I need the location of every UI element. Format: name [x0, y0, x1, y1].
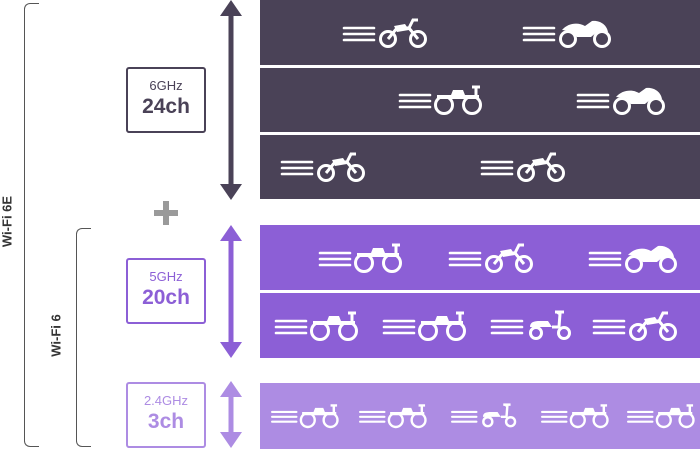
dirt-bike-icon	[342, 18, 427, 48]
sport-bike-icon	[576, 87, 665, 115]
double-arrow-2-4ghz-icon	[220, 381, 242, 448]
scooter-icon	[490, 310, 571, 340]
band-lanes-5ghz	[260, 225, 700, 358]
lane	[260, 293, 700, 358]
atv-icon	[541, 404, 609, 429]
lane	[260, 0, 700, 65]
atv-icon	[274, 311, 358, 341]
atv-icon	[318, 243, 402, 273]
band-channels: 3ch	[147, 410, 185, 433]
wifi6e-bracket	[24, 3, 39, 447]
band-lanes-6ghz	[260, 0, 700, 199]
lane	[260, 68, 700, 132]
dirt-bike-icon	[480, 152, 565, 182]
lane	[260, 225, 700, 290]
band-frequency: 2.4GHz	[143, 393, 189, 408]
dirt-bike-icon	[448, 243, 533, 273]
band-frequency: 5GHz	[149, 269, 183, 284]
lane-divider	[260, 290, 700, 293]
wifi6e-label: Wi-Fi 6E	[0, 195, 15, 248]
double-arrow-6ghz-icon	[220, 0, 242, 200]
band-channels: 20ch	[142, 286, 190, 309]
band-box-2-4ghz: 2.4GHz 3ch	[126, 382, 206, 448]
band-channels: 24ch	[142, 95, 190, 118]
dirt-bike-icon	[592, 311, 677, 341]
atv-icon	[627, 404, 695, 429]
band-box-6ghz: 6GHz 24ch	[126, 67, 206, 133]
sport-bike-icon	[522, 20, 611, 48]
band-lanes-2-4ghz	[260, 383, 700, 449]
atv-icon	[398, 85, 482, 115]
wifi6-bracket	[76, 228, 91, 447]
scooter-icon	[451, 403, 517, 428]
lane	[260, 135, 700, 199]
double-arrow-5ghz-icon	[220, 225, 242, 358]
plus-icon	[154, 201, 178, 225]
band-frequency: 6GHz	[149, 78, 183, 93]
band-box-5ghz: 5GHz 20ch	[126, 258, 206, 324]
atv-icon	[382, 311, 466, 341]
wifi6-label: Wi-Fi 6	[48, 314, 64, 357]
lane-divider	[260, 65, 700, 68]
dirt-bike-icon	[280, 152, 365, 182]
atv-icon	[271, 404, 339, 429]
sport-bike-icon	[588, 245, 677, 273]
lane-divider	[260, 132, 700, 135]
atv-icon	[359, 404, 427, 429]
lane	[260, 383, 700, 449]
